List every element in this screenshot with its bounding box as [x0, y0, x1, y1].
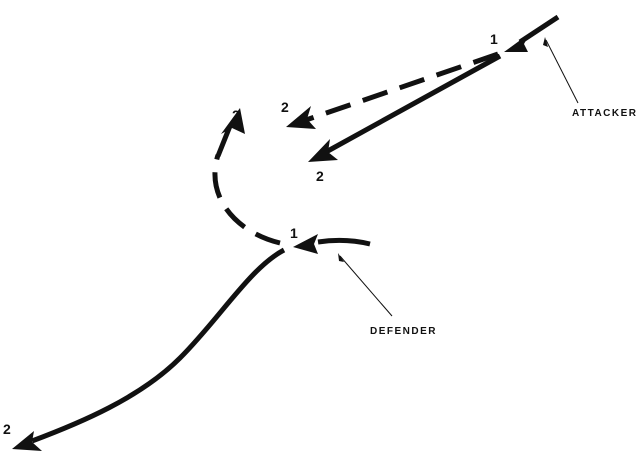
defender-turn-position-2-number: 2 — [232, 107, 240, 123]
defender-position-1-arrowhead — [293, 234, 318, 254]
attacker-dashed-arrowhead — [286, 106, 316, 129]
attacker-dashed-path — [305, 51, 499, 123]
defender-position-1-number: 1 — [290, 225, 298, 241]
defender-turn-arrowhead — [221, 108, 245, 134]
defender-turn-arrow-shaft — [215, 125, 233, 157]
defender-dive-arrowhead — [12, 431, 42, 451]
defender-pointer-arrowhead — [338, 253, 344, 262]
attacker-solid-path — [324, 53, 502, 155]
defender-dive-position-2-number: 2 — [3, 421, 11, 437]
attacker-pointer-arrowhead — [543, 37, 548, 47]
attacker-position-1-number: 1 — [490, 31, 498, 47]
attacker-dashed-position-2-number: 2 — [281, 99, 289, 115]
defender-label: DEFENDER — [370, 326, 437, 337]
defender-pointer-line — [339, 255, 393, 317]
defender-approach-path — [317, 237, 371, 247]
attacker-position-1-arrowhead — [504, 33, 530, 52]
defender-dive-path — [31, 247, 286, 444]
attacker-solid-position-2-number: 2 — [316, 168, 324, 184]
attacker-label: ATTACKER — [572, 108, 638, 119]
defender-dashed-turn-path — [212, 154, 281, 246]
attacker-solid-arrowhead — [308, 139, 338, 162]
attacker-pointer-line — [545, 39, 579, 104]
